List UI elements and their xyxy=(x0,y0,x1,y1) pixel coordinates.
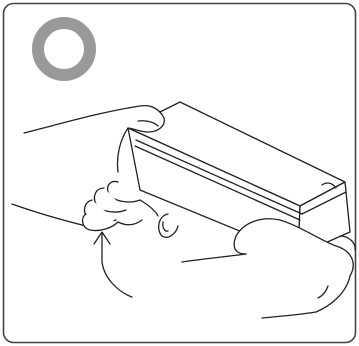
instruction-illustration xyxy=(0,0,359,346)
instruction-panel xyxy=(0,0,359,346)
